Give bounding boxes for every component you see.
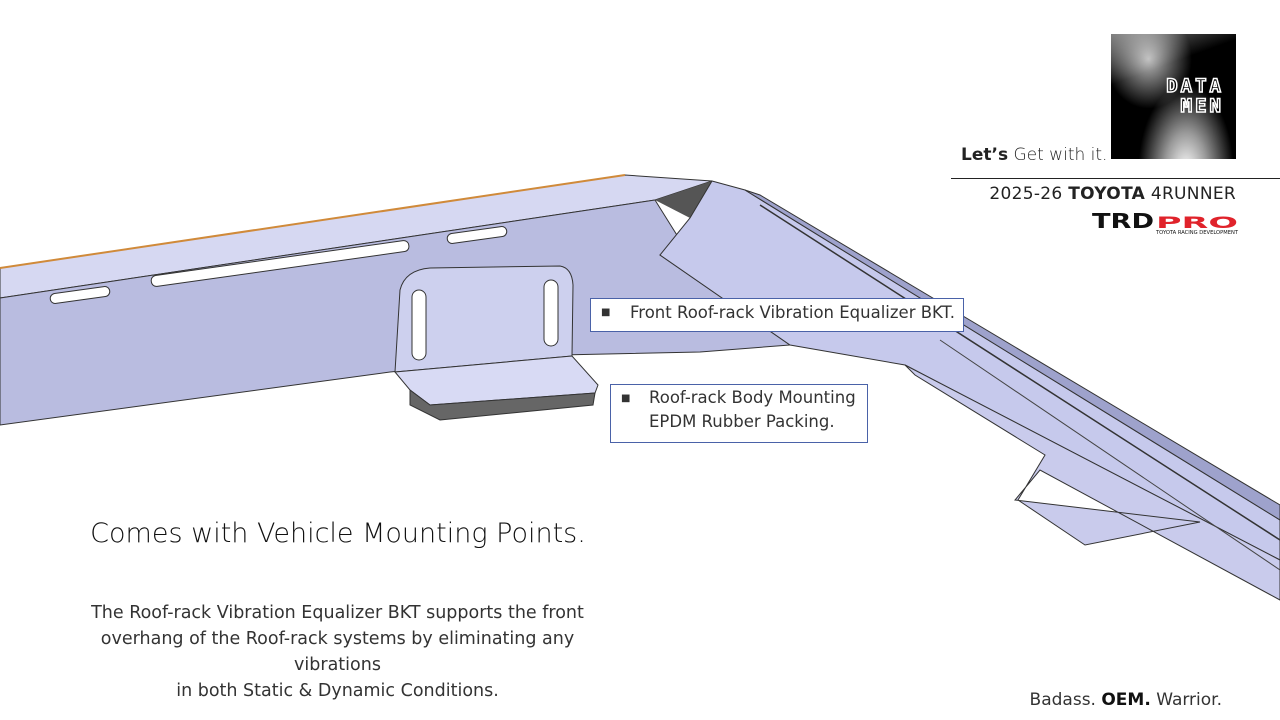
vehicle-title: 2025-26 TOYOTA 4RUNNER — [989, 184, 1236, 204]
svg-text:PRO: PRO — [1156, 213, 1238, 232]
footer-slogan: Badass. OEM. Warrior. — [1030, 690, 1222, 710]
callout-text-line2: EPDM Rubber Packing. — [649, 412, 835, 431]
body-text: The Roof-rack Vibration Equalizer BKT su… — [60, 600, 615, 704]
callout-vibration-equalizer: ■ Front Roof-rack Vibration Equalizer BK… — [590, 298, 964, 332]
vehicle-year: 2025-26 — [989, 184, 1063, 204]
slogan-3: Warrior. — [1156, 690, 1222, 710]
trd-pro-logo: TRD PRO TOYOTA RACING DEVELOPMENT — [1092, 211, 1239, 235]
slogan-2: OEM. — [1101, 690, 1151, 710]
bullet-icon: ■ — [621, 393, 631, 404]
body-line: in both Static & Dynamic Conditions. — [176, 681, 499, 701]
callout-text-line1: Roof-rack Body Mounting — [649, 388, 856, 407]
header-divider — [951, 178, 1280, 179]
body-line: overhang of the Roof-rack systems by eli… — [100, 629, 575, 675]
svg-text:TOYOTA RACING DEVELOPMENT: TOYOTA RACING DEVELOPMENT — [1155, 230, 1239, 235]
headline: Comes with Vehicle Mounting Points. — [90, 518, 586, 549]
vehicle-make: TOYOTA — [1068, 184, 1146, 204]
body-line: The Roof-rack Vibration Equalizer BKT su… — [91, 603, 584, 623]
tagline-bold: Let’s — [961, 145, 1009, 165]
slogan-1: Badass. — [1029, 690, 1096, 710]
bullet-icon: ■ — [601, 307, 611, 318]
callout-epdm-packing: ■ Roof-rack Body Mounting EPDM Rubber Pa… — [610, 384, 868, 443]
tagline: Let’s Get with it. — [961, 145, 1107, 165]
vehicle-model: 4RUNNER — [1150, 184, 1236, 204]
callout-text: Front Roof-rack Vibration Equalizer BKT. — [630, 303, 955, 322]
svg-text:TRD: TRD — [1092, 211, 1154, 233]
tagline-rest: Get with it. — [1013, 145, 1108, 165]
